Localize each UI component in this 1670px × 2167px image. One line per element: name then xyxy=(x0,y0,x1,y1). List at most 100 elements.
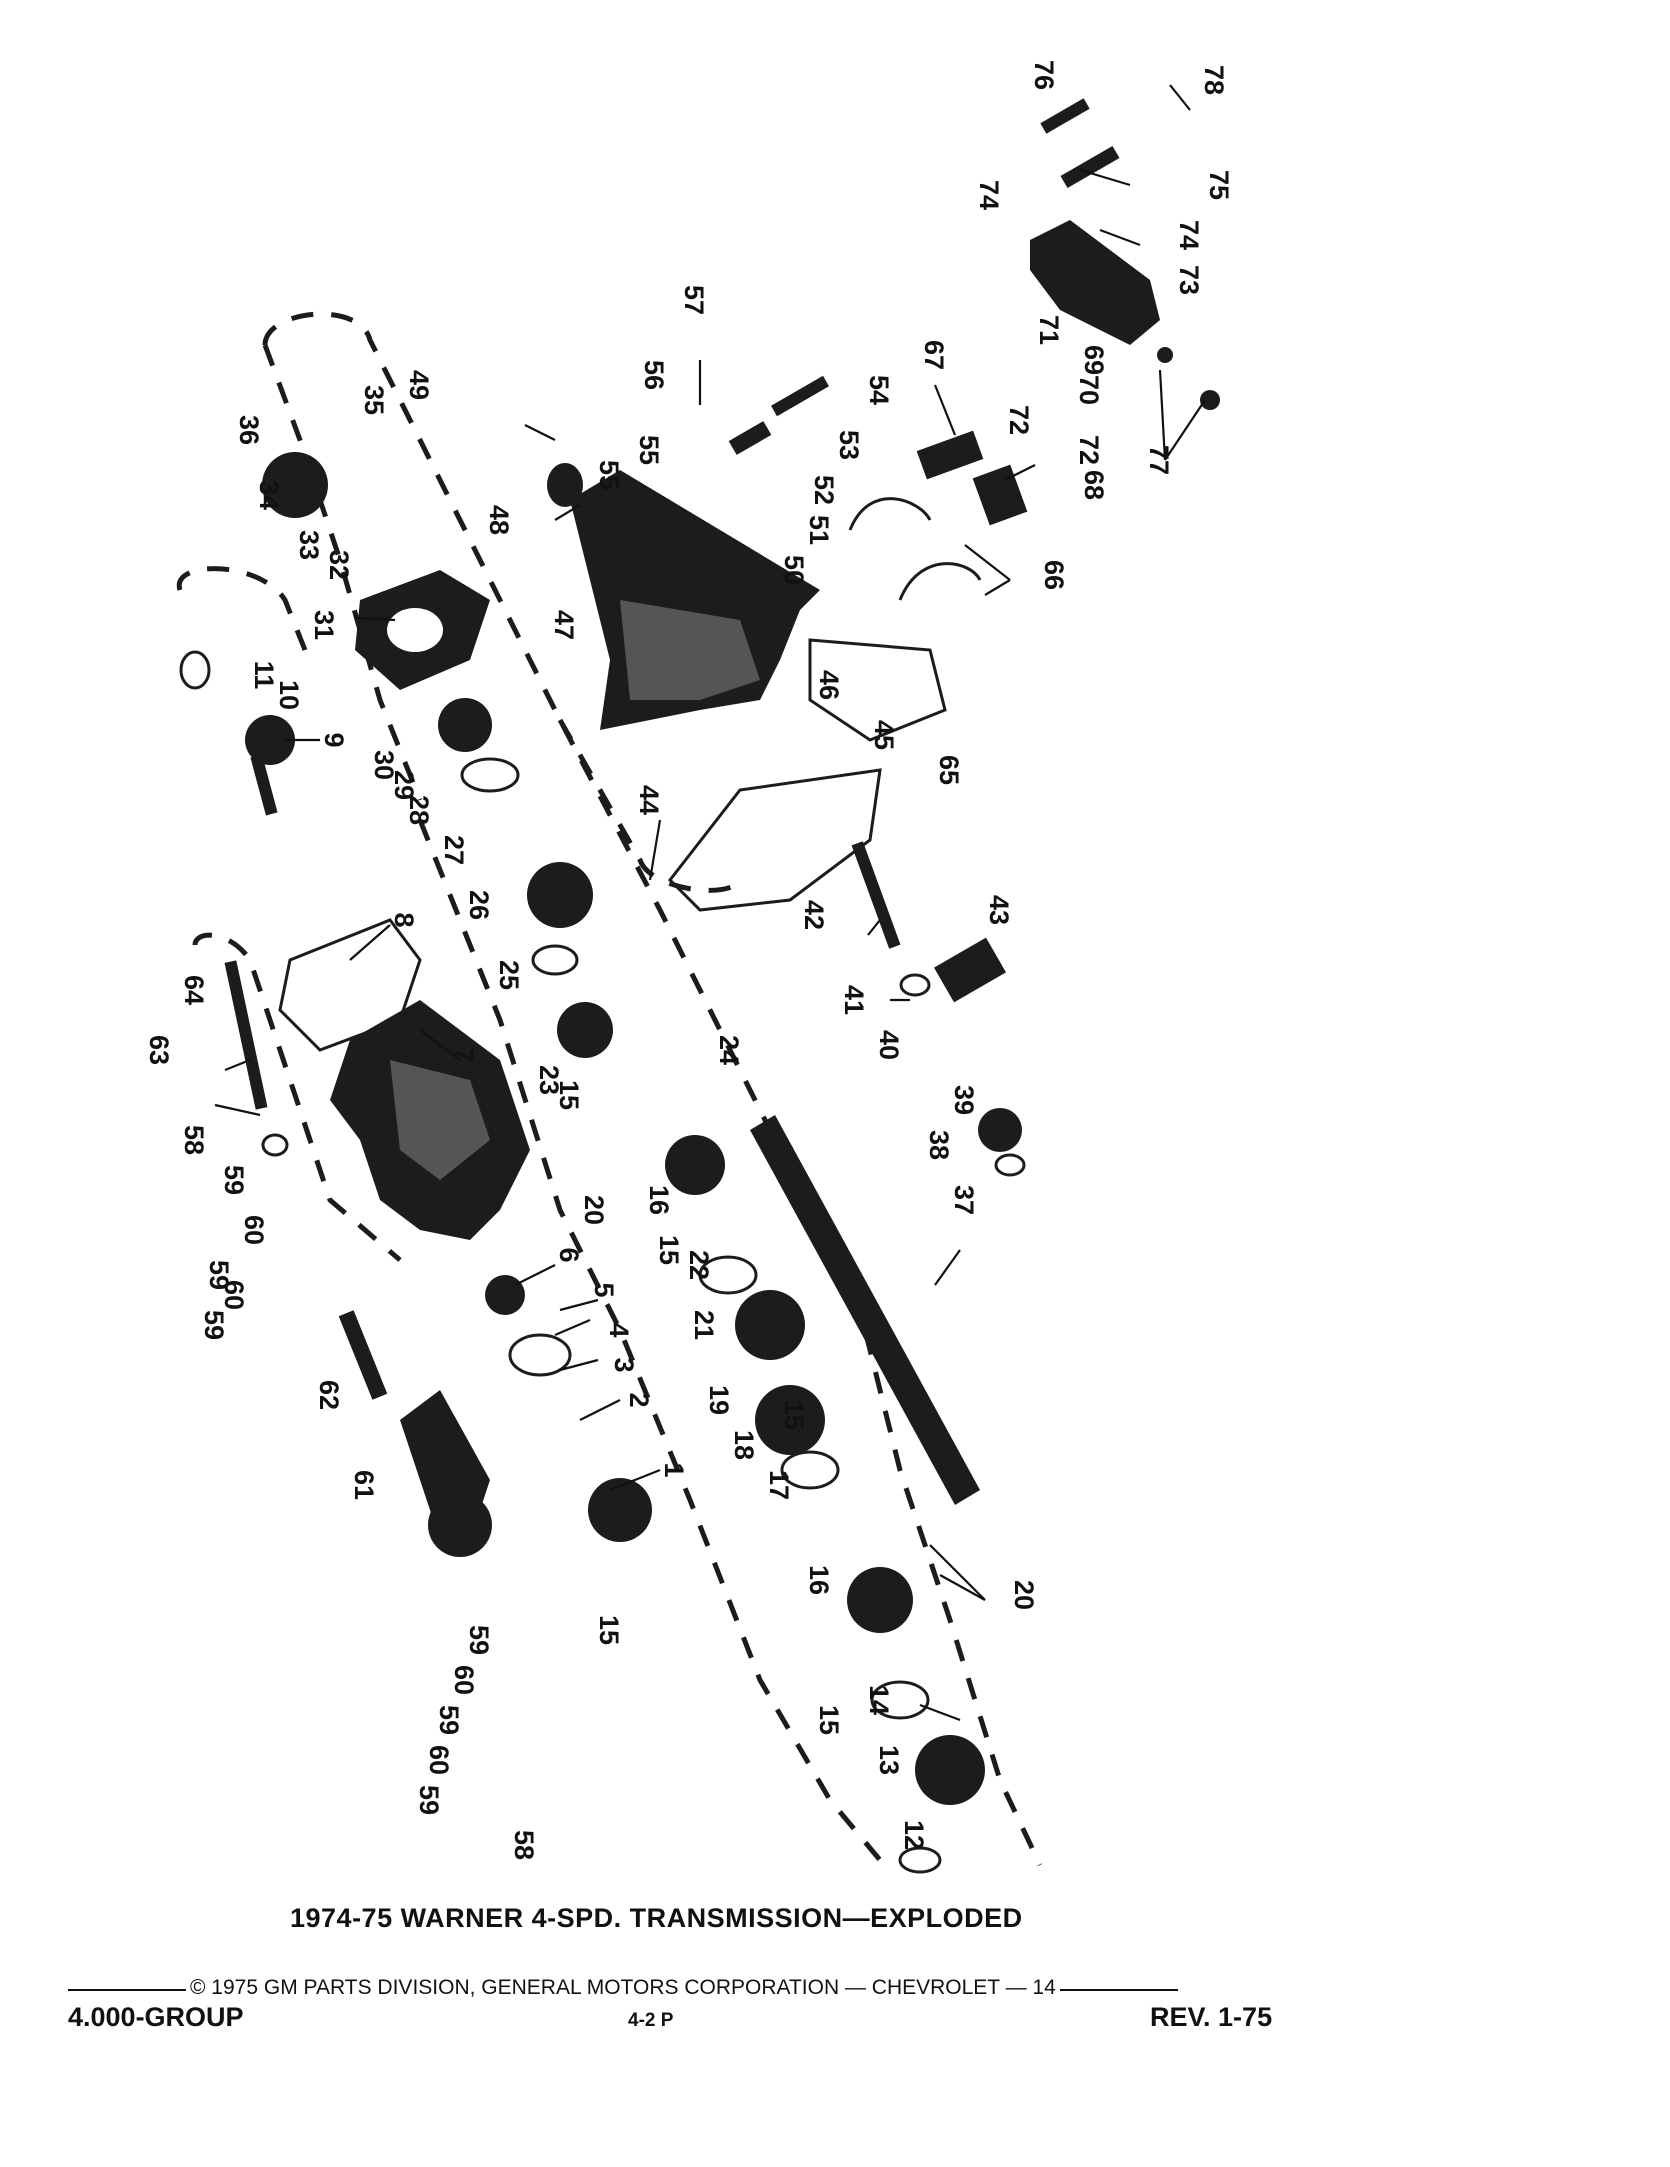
callout-76: 76 xyxy=(1029,60,1059,90)
callout-9: 9 xyxy=(319,732,349,747)
callout-74: 74 xyxy=(1174,220,1204,250)
callout-60: 60 xyxy=(239,1215,269,1245)
extension-housing-part xyxy=(330,1000,530,1240)
callout-17: 17 xyxy=(764,1470,794,1500)
callout-6: 6 xyxy=(554,1247,584,1262)
callout-60-alt10: 60 xyxy=(424,1745,454,1775)
callout-66: 66 xyxy=(1039,560,1069,590)
callout-28: 28 xyxy=(404,795,434,825)
callout-8: 8 xyxy=(389,912,419,927)
callout-67: 67 xyxy=(919,340,949,370)
exploded-parts-diagram: 1234567891011121314151617181920212223242… xyxy=(144,60,1234,1874)
callout-45: 45 xyxy=(869,720,899,750)
rings-and-washers xyxy=(179,650,1026,1874)
callout-4: 4 xyxy=(604,1322,634,1337)
callout-33: 33 xyxy=(294,530,324,560)
callout-15-alt3: 15 xyxy=(814,1705,844,1735)
callout-34: 34 xyxy=(254,480,284,510)
callout-32: 32 xyxy=(324,550,354,580)
callout-13: 13 xyxy=(874,1745,904,1775)
callout-75: 75 xyxy=(1204,170,1234,200)
diagram-title: 1974-75 WARNER 4-SPD. TRANSMISSION—EXPLO… xyxy=(290,1903,1023,1933)
countergear-part xyxy=(338,1310,492,1557)
mainshaft-part xyxy=(750,1115,980,1505)
callout-56: 56 xyxy=(639,360,669,390)
callout-16-alt4: 16 xyxy=(644,1185,674,1215)
callout-43: 43 xyxy=(984,895,1014,925)
callout-77: 77 xyxy=(1144,445,1174,475)
callout-35: 35 xyxy=(359,385,389,415)
callout-38: 38 xyxy=(924,1130,954,1160)
callout-53: 53 xyxy=(834,430,864,460)
callout-40: 40 xyxy=(874,1030,904,1060)
callout-69: 69 xyxy=(1079,345,1109,375)
transmission-case-part xyxy=(547,463,820,730)
gaskets xyxy=(278,570,947,1052)
callout-42: 42 xyxy=(799,900,829,930)
callout-37: 37 xyxy=(949,1185,979,1215)
callout-31: 31 xyxy=(309,610,339,640)
callout-59-alt13: 59 xyxy=(464,1625,494,1655)
callout-48: 48 xyxy=(484,505,514,535)
callout-15-alt0: 15 xyxy=(594,1615,624,1645)
shift-forks-and-levers xyxy=(728,98,1220,601)
callout-49: 49 xyxy=(404,370,434,400)
copyright-text: © 1975 GM PARTS DIVISION, GENERAL MOTORS… xyxy=(190,1976,1056,1999)
callout-71: 71 xyxy=(1034,315,1064,345)
callout-16: 16 xyxy=(804,1565,834,1595)
group-number: 4.000-GROUP xyxy=(68,2002,244,2032)
callout-61: 61 xyxy=(349,1470,379,1500)
callout-55-alt17: 55 xyxy=(594,460,624,490)
callout-62: 62 xyxy=(314,1380,344,1410)
callout-26: 26 xyxy=(464,890,494,920)
callout-60-alt8: 60 xyxy=(219,1280,249,1310)
callout-5: 5 xyxy=(589,1282,619,1297)
side-cover-part xyxy=(1030,220,1160,345)
callout-72-alt16: 72 xyxy=(1074,435,1104,465)
callout-15-alt2: 15 xyxy=(554,1080,584,1110)
callout-63: 63 xyxy=(144,1035,174,1065)
callout-27: 27 xyxy=(439,835,469,865)
callout-20-alt5: 20 xyxy=(579,1195,609,1225)
callout-21: 21 xyxy=(689,1310,719,1340)
callout-24: 24 xyxy=(714,1035,744,1065)
callout-1: 1 xyxy=(659,1462,689,1477)
callout-74-alt15: 74 xyxy=(974,180,1004,210)
callout-58: 58 xyxy=(179,1125,209,1155)
callout-19: 19 xyxy=(704,1385,734,1415)
callout-15-alt1: 15 xyxy=(654,1235,684,1265)
callout-30: 30 xyxy=(369,750,399,780)
callout-10: 10 xyxy=(274,680,304,710)
gears xyxy=(245,452,1022,1805)
callout-39: 39 xyxy=(949,1085,979,1115)
callout-50: 50 xyxy=(779,555,809,585)
callout-59-alt7: 59 xyxy=(199,1310,229,1340)
leader-lines xyxy=(214,84,1206,1722)
callout-20: 20 xyxy=(1009,1580,1039,1610)
callout-57: 57 xyxy=(679,285,709,315)
callout-54: 54 xyxy=(864,375,894,405)
callout-12: 12 xyxy=(899,1820,929,1850)
callout-11: 11 xyxy=(249,661,279,690)
callout-72: 72 xyxy=(1004,405,1034,435)
callout-36: 36 xyxy=(234,415,264,445)
page-number: 4-2 P xyxy=(628,2010,674,2031)
callout-44: 44 xyxy=(634,785,664,815)
callout-73: 73 xyxy=(1174,265,1204,295)
copyright-line: © 1975 GM PARTS DIVISION, GENERAL MOTORS… xyxy=(68,1976,1288,2006)
callout-14: 14 xyxy=(864,1685,894,1715)
callout-7: 7 xyxy=(449,1047,479,1062)
callout-68: 68 xyxy=(1079,470,1109,500)
callout-47: 47 xyxy=(549,610,579,640)
callout-labels: 1234567891011121314151617181920212223242… xyxy=(144,60,1234,1860)
callout-25: 25 xyxy=(494,960,524,990)
callout-60-alt12: 60 xyxy=(449,1665,479,1695)
callout-22: 22 xyxy=(684,1250,714,1280)
callout-3: 3 xyxy=(609,1357,639,1372)
revision-label: REV. 1-75 xyxy=(1150,2002,1273,2032)
callout-51: 51 xyxy=(804,515,834,545)
callout-29: 29 xyxy=(389,770,419,800)
callout-65: 65 xyxy=(934,755,964,785)
shafts xyxy=(224,841,901,1110)
callout-64: 64 xyxy=(179,975,209,1005)
